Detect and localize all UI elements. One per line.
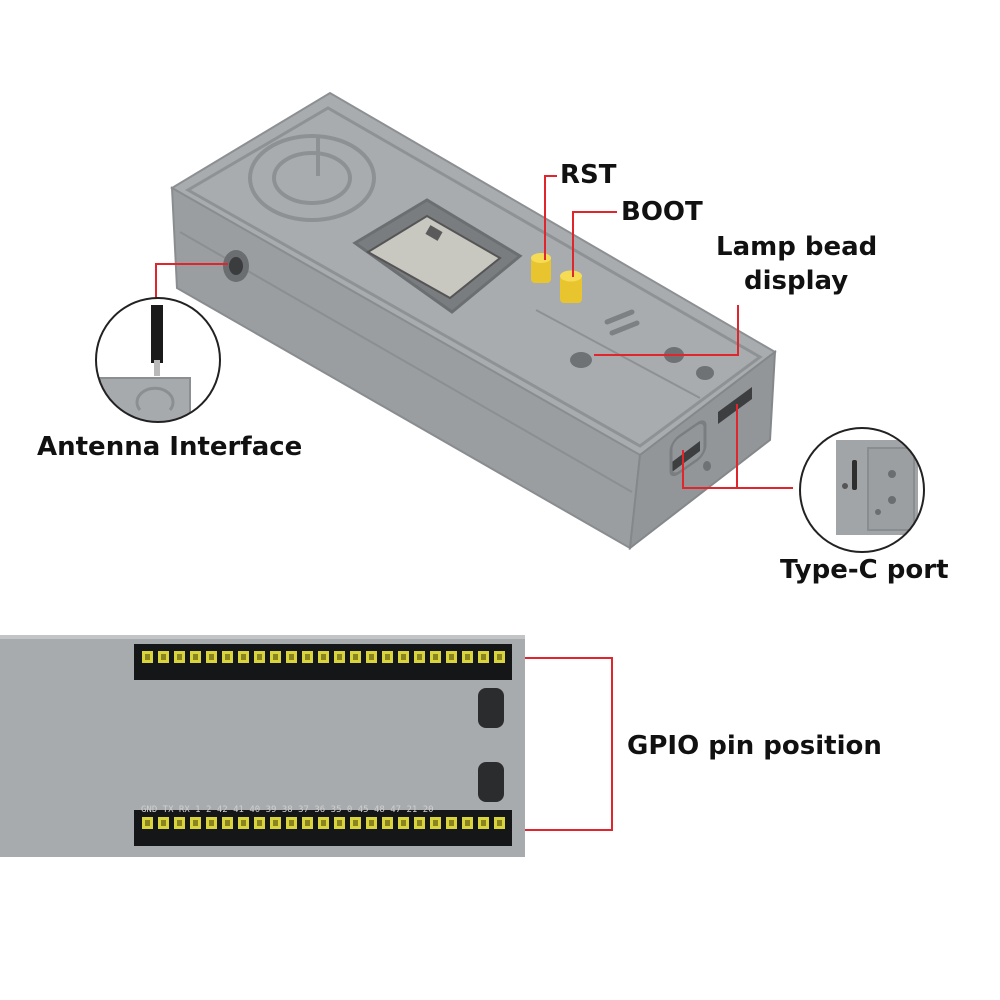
gpio-pin-core <box>385 820 390 826</box>
gpio-pin-core <box>145 654 150 660</box>
type-c-zoom-circle <box>799 427 925 553</box>
type-c-ports[interactable] <box>669 387 752 478</box>
gpio-pin-core <box>241 820 246 826</box>
gpio-label: GPIO pin position <box>627 731 882 761</box>
callout-lines <box>155 175 793 831</box>
gpio-pin-core <box>161 820 166 826</box>
gpio-pin-core <box>449 820 454 826</box>
rst-label: RST <box>560 160 617 190</box>
gpio-pin-core <box>369 820 374 826</box>
display-window <box>352 198 523 314</box>
gpio-pin-core <box>209 820 214 826</box>
gpio-pin-core <box>465 820 470 826</box>
gpio-pin-core <box>321 820 326 826</box>
gpio-pin-core <box>353 654 358 660</box>
gpio-pin-core <box>209 654 214 660</box>
boot-label: BOOT <box>621 197 703 227</box>
antenna-label: Antenna Interface <box>37 432 303 462</box>
pin-number-labels: GND TX RX 1 2 42 41 40 39 38 37 36 35 0 … <box>141 805 434 815</box>
rst-button[interactable] <box>531 253 551 283</box>
device-case <box>170 91 777 551</box>
gpio-pin-core <box>305 654 310 660</box>
gpio-pin-core <box>417 820 422 826</box>
gpio-pin-core <box>337 820 342 826</box>
gpio-pin-core <box>241 654 246 660</box>
gpio-pin-core <box>465 654 470 660</box>
lamp-bead-holes <box>570 347 714 380</box>
gpio-pin-core <box>289 654 294 660</box>
lamp-bead-label-line1: Lamp bead <box>716 232 878 262</box>
gpio-pin-core <box>337 654 342 660</box>
boot-button[interactable] <box>560 270 582 304</box>
gpio-pin-core <box>369 654 374 660</box>
gpio-pin-core <box>481 820 486 826</box>
gpio-pin-core <box>417 654 422 660</box>
gpio-pin-core <box>321 654 326 660</box>
vent-slots <box>604 309 640 336</box>
gpio-pin-core <box>449 654 454 660</box>
gpio-pin-core <box>497 654 502 660</box>
lamp-bead-label-line2: display <box>744 266 849 296</box>
gpio-pin-core <box>177 820 182 826</box>
gpio-pin-core <box>225 820 230 826</box>
gpio-pin-core <box>257 820 262 826</box>
type-c-label: Type-C port <box>780 555 949 585</box>
gpio-pins-bottom <box>142 817 505 829</box>
gpio-pin-core <box>305 820 310 826</box>
gpio-pin-core <box>161 654 166 660</box>
gpio-pin-core <box>273 820 278 826</box>
gpio-pin-core <box>433 654 438 660</box>
logo-emblem <box>248 134 376 222</box>
gpio-pin-core <box>401 820 406 826</box>
gpio-pin-core <box>193 820 198 826</box>
gpio-pin-core <box>433 820 438 826</box>
gpio-pin-core <box>225 654 230 660</box>
antenna-port[interactable] <box>223 250 249 282</box>
gpio-pin-core <box>145 820 150 826</box>
gpio-pin-core <box>353 820 358 826</box>
gpio-pin-core <box>497 820 502 826</box>
gpio-pin-core <box>193 654 198 660</box>
gpio-pin-core <box>385 654 390 660</box>
antenna-zoom-circle <box>95 297 221 423</box>
gpio-pin-core <box>289 820 294 826</box>
gpio-pin-core <box>257 654 262 660</box>
gpio-pin-core <box>401 654 406 660</box>
gpio-pin-core <box>481 654 486 660</box>
gpio-pin-core <box>177 654 182 660</box>
gpio-pin-core <box>273 654 278 660</box>
gpio-pins-top <box>142 651 505 663</box>
